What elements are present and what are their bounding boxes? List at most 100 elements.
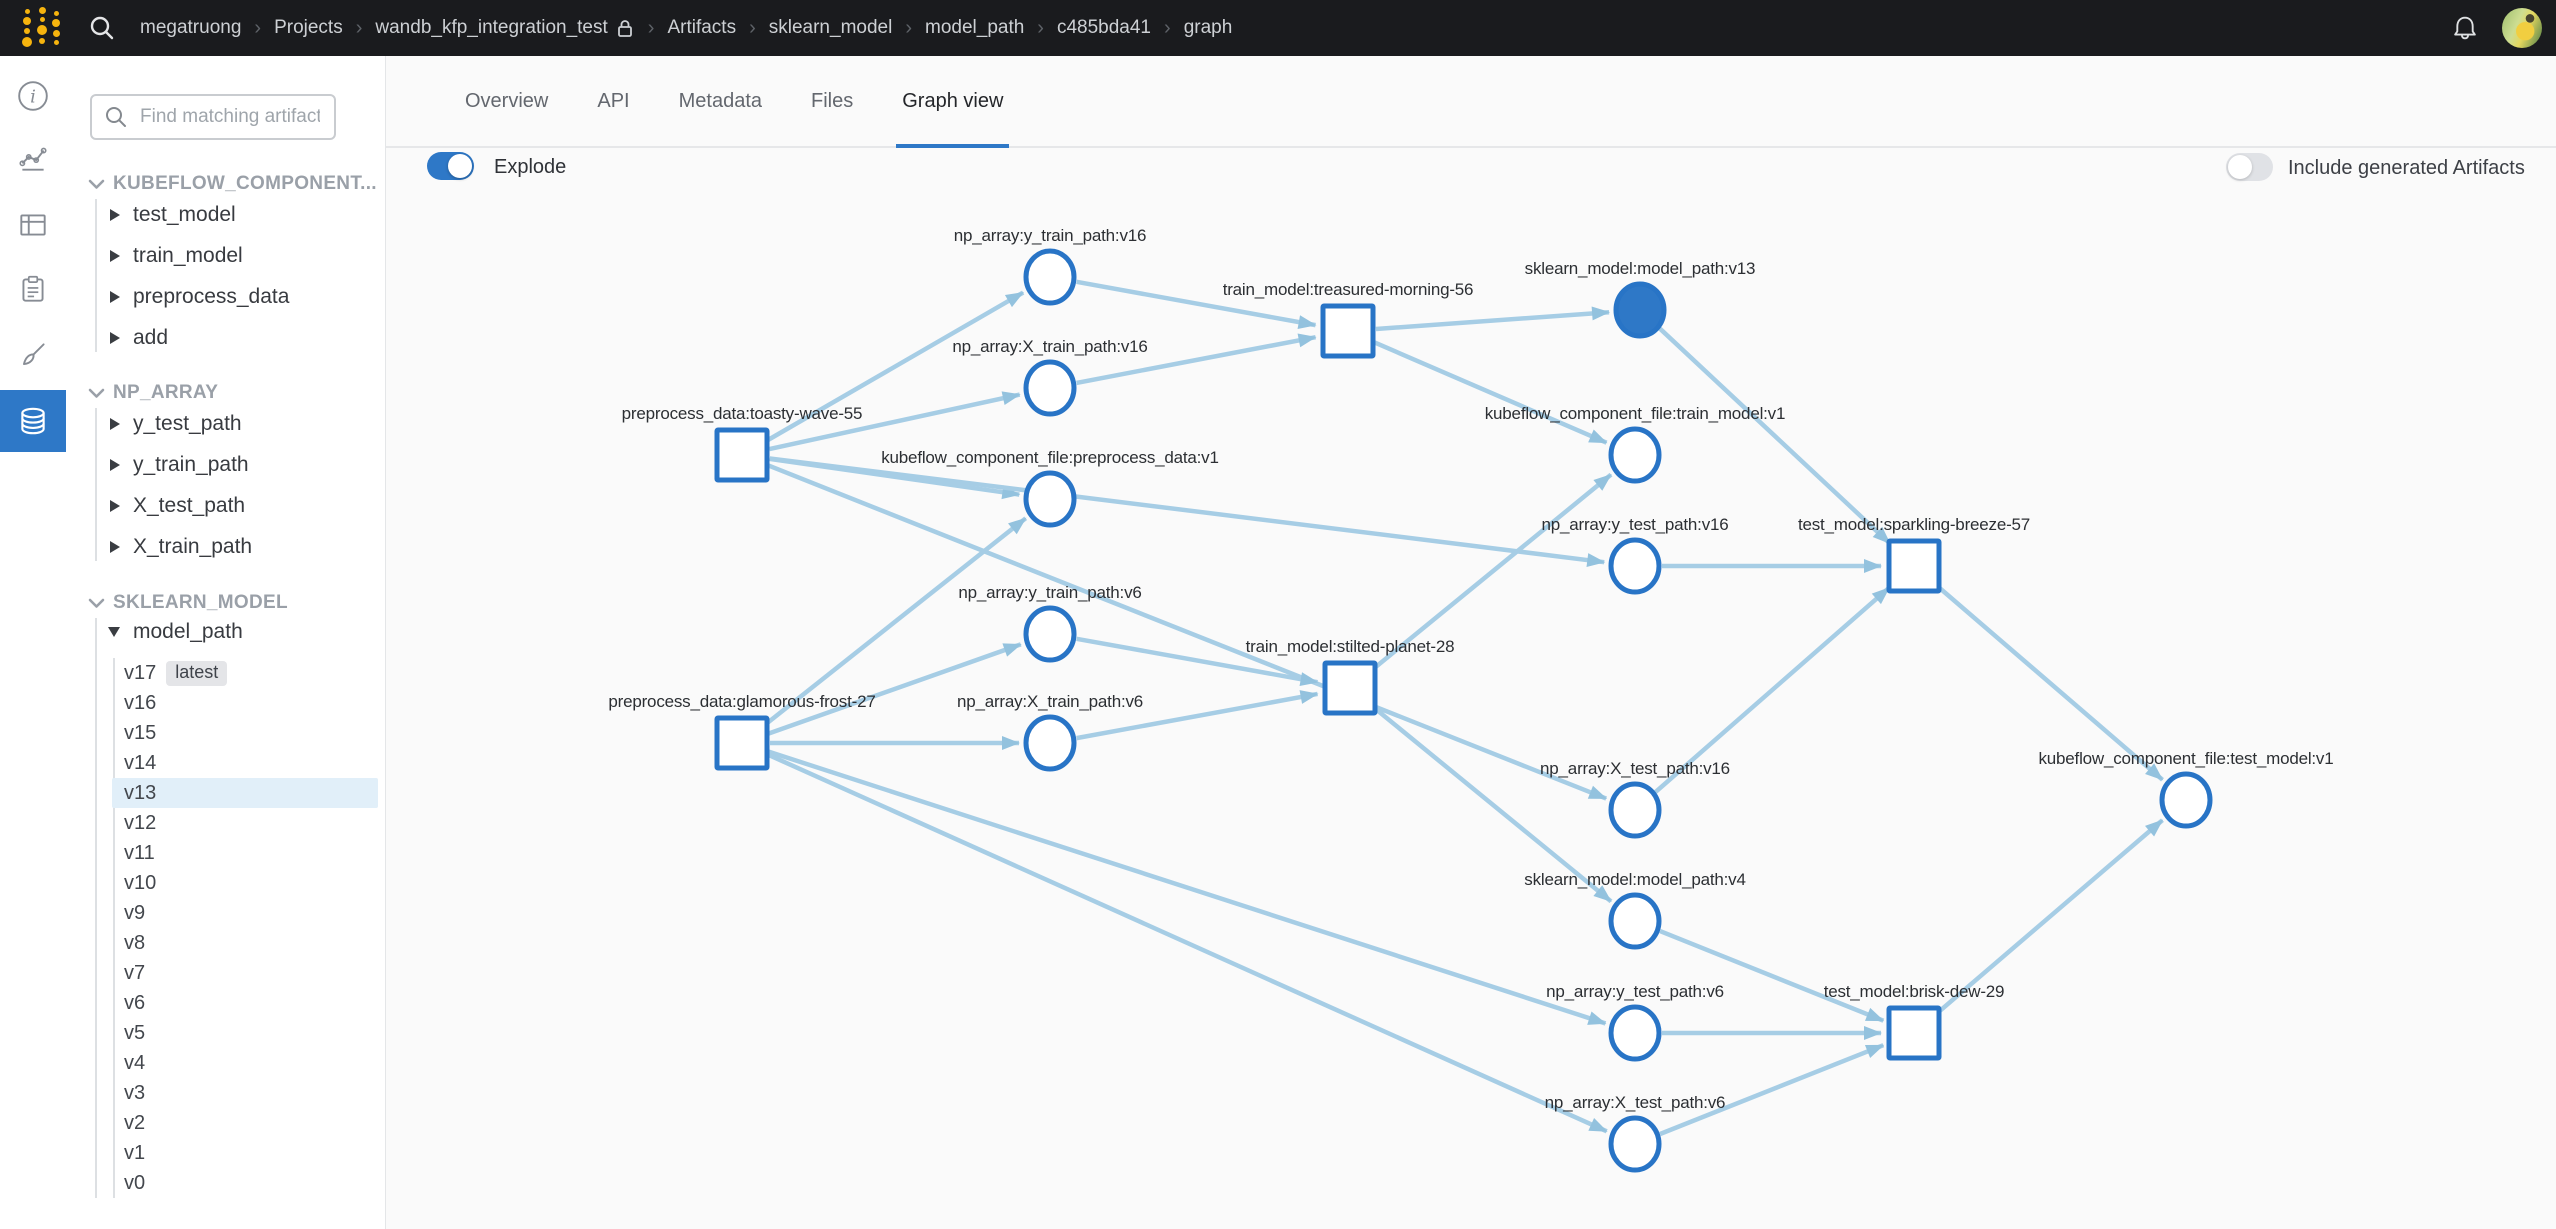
tree-section-header[interactable]: SKLEARN_MODEL: [66, 588, 366, 618]
breadcrumb-item[interactable]: c485bda41: [1056, 17, 1152, 38]
breadcrumb-item[interactable]: graph: [1183, 17, 1233, 38]
graph-node-label: sklearn_model:model_path:v13: [1525, 259, 1756, 278]
tree-section-header[interactable]: KUBEFLOW_COMPONENT...: [66, 169, 377, 199]
breadcrumb-item[interactable]: Projects: [274, 17, 343, 38]
version-row-v2[interactable]: v2: [124, 1111, 146, 1134]
tree-item-y_test_path[interactable]: y_test_path: [66, 409, 366, 439]
breadcrumb-item[interactable]: Artifacts: [667, 17, 737, 38]
wandb-logo-icon[interactable]: [18, 6, 64, 47]
tree-item-y_train_path[interactable]: y_train_path: [66, 450, 366, 480]
version-row-v15[interactable]: v15: [124, 721, 157, 744]
version-row-v6[interactable]: v6: [124, 991, 146, 1014]
breadcrumb-item[interactable]: sklearn_model: [768, 17, 893, 38]
tree-item-X_train_path[interactable]: X_train_path: [66, 532, 366, 562]
graph-node-label: train_model:treasured-morning-56: [1223, 280, 1474, 299]
version-row-v12[interactable]: v12: [124, 811, 157, 834]
graph-edge: [767, 463, 1608, 801]
version-row-v7[interactable]: v7: [124, 961, 146, 984]
graph-node-mp4[interactable]: [1608, 892, 1662, 950]
version-row-v3[interactable]: v3: [124, 1081, 146, 1104]
line-chart-icon: [19, 147, 47, 171]
triangle-right-icon: [110, 250, 120, 262]
graph-node-pre27[interactable]: [714, 715, 770, 771]
artifact-tabs: Overview API Metadata Files Graph view: [386, 56, 2556, 148]
triangle-right-icon: [110, 418, 120, 430]
version-row-v1[interactable]: v1: [124, 1141, 146, 1164]
version-row-v14[interactable]: v14: [124, 751, 157, 774]
graph-node-prefile[interactable]: [1023, 470, 1077, 528]
version-row-v5[interactable]: v5: [124, 1021, 146, 1044]
graph-edge: [1076, 279, 1317, 329]
breadcrumb-item[interactable]: wandb_kfp_integration_test: [375, 17, 608, 38]
graph-node-tm56[interactable]: [1320, 303, 1376, 359]
graph-edge: [1372, 340, 1608, 445]
graph-node-yte6[interactable]: [1608, 1004, 1662, 1062]
tree-item-preprocess_data[interactable]: preprocess_data: [66, 282, 366, 312]
graph-node-label: np_array:X_train_path:v6: [957, 692, 1143, 711]
tree-item-test_model[interactable]: test_model: [66, 200, 366, 230]
tab-api[interactable]: API: [597, 89, 630, 112]
search-icon[interactable]: [88, 14, 116, 42]
breadcrumb-separator: ›: [749, 16, 756, 39]
user-avatar[interactable]: [2502, 8, 2542, 48]
graph-node-ytr16[interactable]: [1023, 248, 1077, 306]
clipboard-icon: [22, 275, 44, 302]
tab-overview[interactable]: Overview: [465, 89, 549, 112]
breadcrumb-separator: ›: [647, 16, 655, 39]
graph-node-mp13[interactable]: [1613, 281, 1667, 339]
artifact-search-input[interactable]: [138, 105, 322, 129]
graph-node-trainfile[interactable]: [1608, 426, 1662, 484]
database-icon: [21, 407, 45, 435]
graph-node-label: sklearn_model:model_path:v4: [1524, 870, 1745, 889]
tree-item-X_test_path[interactable]: X_test_path: [66, 491, 366, 521]
graph-node-tm28[interactable]: [1322, 660, 1378, 716]
bell-icon[interactable]: [2450, 13, 2480, 43]
graph-node-bd29[interactable]: [1886, 1005, 1942, 1061]
breadcrumb-item[interactable]: model_path: [925, 17, 1025, 38]
graph-node-sb57[interactable]: [1886, 538, 1942, 594]
graph-edge: [768, 391, 1021, 452]
version-row-v4[interactable]: v4: [124, 1051, 146, 1074]
tab-files[interactable]: Files: [811, 89, 854, 112]
graph-node-pre55[interactable]: [714, 427, 770, 483]
graph-node-Xte16[interactable]: [1608, 781, 1662, 839]
tree-item-add[interactable]: add: [66, 323, 366, 353]
graph-node-testfile[interactable]: [2159, 771, 2213, 829]
version-row-v11[interactable]: v11: [124, 841, 155, 864]
explode-toggle[interactable]: [427, 152, 474, 180]
graph-edge: [769, 456, 1606, 568]
rail-item-tables[interactable]: [0, 195, 66, 255]
tree-item-train_model[interactable]: train_model: [66, 241, 366, 271]
tab-graph-view[interactable]: Graph view: [896, 56, 1010, 148]
graph-node-Xtr16[interactable]: [1023, 359, 1077, 417]
rail-item-info[interactable]: i: [0, 66, 66, 126]
rail-item-artifacts[interactable]: [0, 390, 66, 452]
graph-edge: [765, 290, 1025, 443]
tree-section-header[interactable]: NP_ARRAY: [66, 378, 366, 408]
breadcrumb: megatruong › Projects › wandb_kfp_integratio…: [140, 17, 1232, 40]
include-generated-toggle[interactable]: [2226, 153, 2273, 181]
rail-item-charts[interactable]: [0, 128, 66, 188]
graph-node-Xte6[interactable]: [1608, 1115, 1662, 1173]
version-row-v8[interactable]: v8: [124, 931, 146, 954]
breadcrumb-separator: ›: [1164, 16, 1171, 39]
icon-rail: i: [0, 56, 67, 1229]
graph-node-ytr6[interactable]: [1023, 605, 1077, 663]
version-row-v10[interactable]: v10: [124, 871, 157, 894]
breadcrumb-item[interactable]: megatruong: [140, 17, 242, 38]
rail-item-logs[interactable]: [0, 259, 66, 319]
graph-node-label: kubeflow_component_file:preprocess_data:…: [881, 448, 1219, 467]
graph-node-yte16[interactable]: [1608, 537, 1662, 595]
version-row-v9[interactable]: v9: [124, 901, 146, 924]
tree-item-model_path[interactable]: model_path: [66, 617, 366, 647]
version-row-v13[interactable]: v13: [112, 778, 378, 808]
graph-node-Xtr6[interactable]: [1023, 714, 1077, 772]
breadcrumb-separator: ›: [355, 16, 363, 39]
tab-metadata[interactable]: Metadata: [678, 89, 762, 112]
rail-item-sweeps[interactable]: [0, 325, 66, 385]
version-row-v0[interactable]: v0: [124, 1171, 146, 1194]
graph-edge: [1658, 326, 1892, 546]
graph-edge: [1653, 586, 1891, 794]
version-row-v16[interactable]: v16: [124, 691, 157, 714]
